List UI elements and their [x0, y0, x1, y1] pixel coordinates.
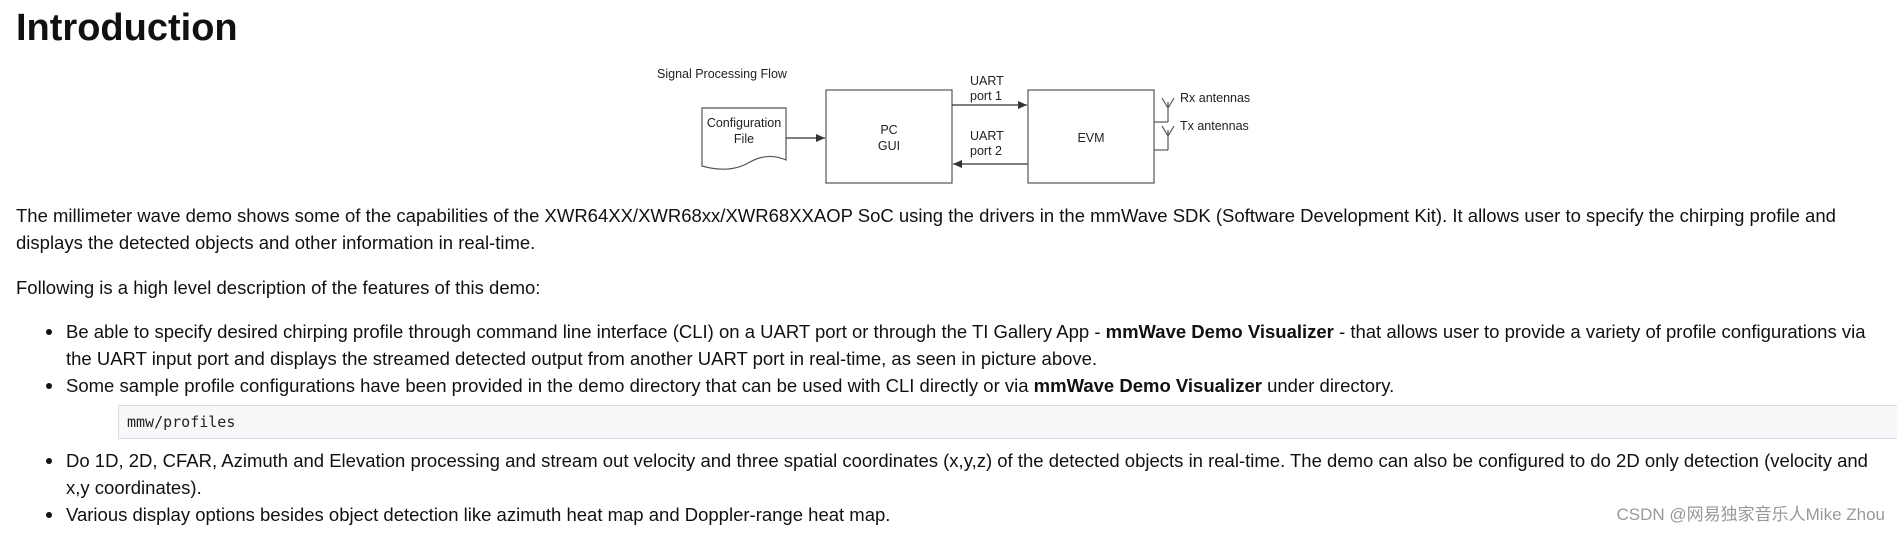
features-intro-paragraph: Following is a high level description of…	[16, 277, 541, 298]
intro-paragraph: The millimeter wave demo shows some of t…	[16, 205, 1836, 253]
evm-box	[1027, 89, 1155, 184]
feature-list: Be able to specify desired chirping prof…	[16, 318, 1897, 528]
pc-gui-label-2: GUI	[878, 139, 900, 153]
page-title: Introduction	[16, 7, 238, 49]
feature-3-text: Do 1D, 2D, CFAR, Azimuth and Elevation p…	[66, 450, 1868, 498]
visualizer-link-text: mmWave Demo Visualizer	[1033, 375, 1262, 396]
uart-port2-label-1: UART	[970, 129, 1004, 143]
config-file-label-1: Configuration	[707, 116, 781, 130]
config-file-shape	[701, 107, 787, 170]
uart-port2-label-2: port 2	[970, 144, 1002, 158]
uart-port1-label-2: port 1	[970, 89, 1002, 103]
uart-port1-label-1: UART	[970, 74, 1004, 88]
visualizer-link-text: mmWave Demo Visualizer	[1105, 321, 1334, 342]
list-item: Do 1D, 2D, CFAR, Azimuth and Elevation p…	[16, 447, 1886, 501]
feature-2-text: Some sample profile configurations have …	[66, 375, 1034, 396]
diagram-caption: Signal Processing Flow	[657, 67, 788, 81]
feature-1-text-rest: - that allows user to provide a variety …	[66, 321, 1866, 369]
list-item: Be able to specify desired chirping prof…	[16, 318, 1886, 372]
feature-4-text: Various display options besides object d…	[66, 504, 891, 525]
feature-2-text-rest: under directory.	[1261, 375, 1395, 396]
flow-diagram-svg: Signal Processing Flow Configuration Fil…	[657, 67, 1250, 184]
tx-antennas-label: Tx antennas	[1180, 119, 1249, 133]
rx-antennas-label: Rx antennas	[1180, 91, 1250, 105]
page: Introduction	[0, 0, 1897, 52]
list-item: Some sample profile configurations have …	[16, 372, 1897, 439]
list-item: Various display options besides object d…	[16, 501, 1886, 528]
code-block: mmw/profiles	[118, 405, 1897, 439]
pc-gui-label-1: PC	[880, 123, 897, 137]
feature-1-text: Be able to specify desired chirping prof…	[66, 321, 1106, 342]
signal-processing-flow-diagram: Signal Processing Flow Configuration Fil…	[650, 62, 1260, 184]
evm-label: EVM	[1077, 131, 1104, 145]
pc-gui-box	[825, 89, 953, 184]
config-file-label-2: File	[734, 132, 754, 146]
csdn-watermark: CSDN @网易独家音乐人Mike Zhou	[1616, 505, 1885, 524]
